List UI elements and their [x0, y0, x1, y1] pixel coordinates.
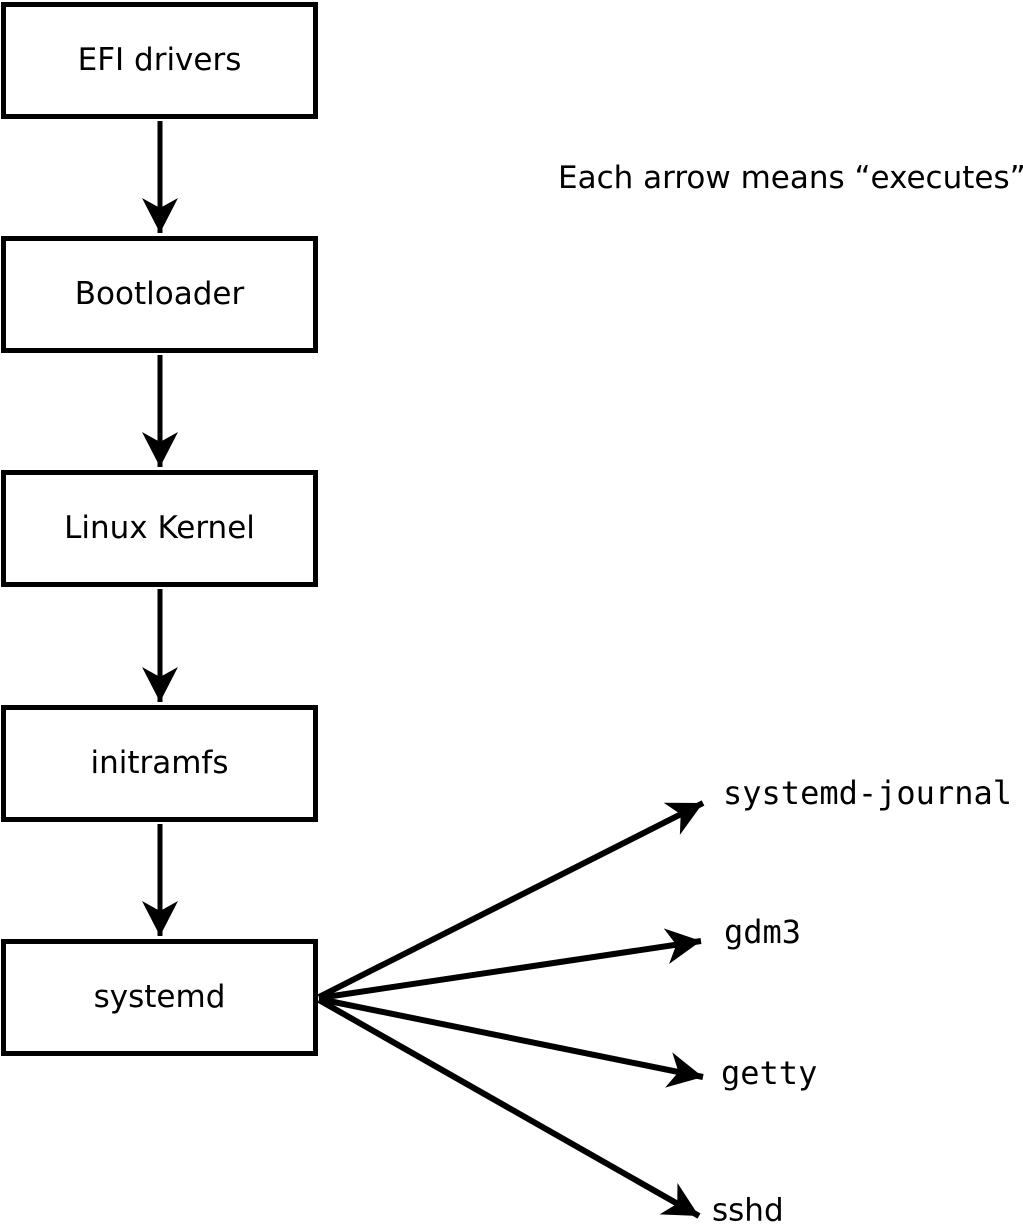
flow-box-linux-kernel: Linux Kernel	[1, 470, 318, 587]
flow-box-bootloader: Bootloader	[1, 236, 318, 353]
process-label-systemd-journal: systemd-journal	[723, 774, 1012, 812]
arrow-systemd-to-gdm3	[318, 928, 702, 1001]
flow-box-label: initramfs	[90, 745, 229, 781]
flow-box-label: systemd	[93, 979, 226, 1015]
arrow-meaning-annotation: Each arrow means “executes”.	[558, 160, 1023, 196]
flow-box-label: EFI drivers	[77, 42, 242, 78]
process-label-gdm3: gdm3	[724, 913, 802, 951]
flow-box-efi-drivers: EFI drivers	[1, 2, 318, 119]
flow-box-label: Bootloader	[74, 276, 245, 312]
process-label-getty: getty	[721, 1054, 818, 1092]
flow-box-systemd: systemd	[1, 939, 318, 1056]
arrow-systemd-to-sshd	[317, 997, 701, 1219]
process-label-sshd: sshd	[712, 1192, 784, 1229]
arrow-systemd-to-journal	[317, 800, 705, 1000]
flow-box-initramfs: initramfs	[1, 705, 318, 822]
arrow-systemd-to-getty	[318, 996, 704, 1088]
flow-box-label: Linux Kernel	[64, 510, 255, 546]
